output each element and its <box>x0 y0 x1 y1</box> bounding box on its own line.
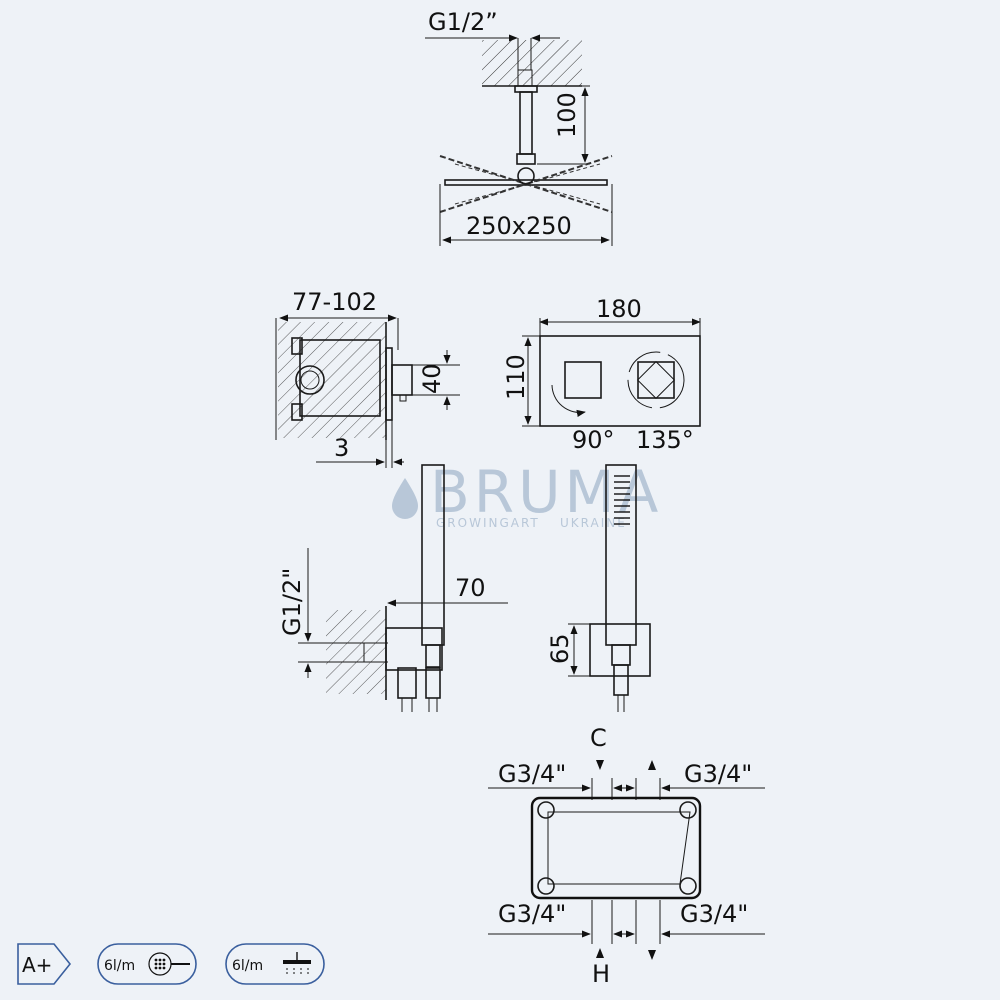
valve-body-drawing: 77-102 40 3 <box>275 288 460 468</box>
hand-flow-badge: 6l/m <box>97 943 197 985</box>
hand-shower-front-drawing: 65 <box>546 464 651 712</box>
overhead-flow-badge: 6l/m <box>225 943 325 985</box>
port-top-right-label: G3/4" <box>684 760 752 788</box>
energy-class-label: A+ <box>22 953 52 977</box>
overhead-thread-label: G1/2” <box>428 8 498 36</box>
watermark-region: UKRAINE <box>560 516 627 530</box>
hand-flow-label: 6l/m <box>104 958 135 974</box>
valve-offset-label: 3 <box>334 434 349 462</box>
control-plate-drawing: 180 110 90° 135° <box>502 295 701 454</box>
plate-height-label: 110 <box>502 354 530 400</box>
overhead-arm-length: 100 <box>553 92 581 138</box>
hand-shower-side-drawing: G1/2" 70 <box>278 464 508 712</box>
hand-bracket-height: 65 <box>546 633 574 664</box>
hand-thread-label: G1/2" <box>278 568 306 636</box>
drop-icon <box>392 478 418 519</box>
valve-spindle-label: 40 <box>418 363 446 394</box>
watermark-tagline: GROWINGART <box>436 516 540 530</box>
hand-projection-label: 70 <box>455 574 486 602</box>
overhead-flow-label: 6l/m <box>232 958 263 974</box>
valve-ports-drawing: C H G3/4" G3/4" G3/4" G3/4" <box>488 724 765 988</box>
hand-shower-icon <box>148 952 190 976</box>
overhead-shower-drawing: G1/2” 100 250x250 <box>425 8 613 246</box>
overhead-shower-icon <box>283 952 311 976</box>
port-top-left-label: G3/4" <box>498 760 566 788</box>
plate-angle-right: 135° <box>636 426 694 454</box>
port-bottom-right-label: G3/4" <box>680 900 748 928</box>
port-bottom-left-label: G3/4" <box>498 900 566 928</box>
plate-angle-left: 90° <box>572 426 615 454</box>
cold-port-label: C <box>590 724 607 752</box>
watermark-brand: BRUMA <box>430 458 662 526</box>
energy-class-badge: A+ <box>17 943 72 985</box>
overhead-head-size: 250x250 <box>466 212 572 240</box>
valve-depth-label: 77-102 <box>292 288 377 316</box>
watermark: BRUMA GROWINGART UKRAINE <box>392 458 662 530</box>
hot-port-label: H <box>592 960 610 988</box>
plate-width-label: 180 <box>596 295 642 323</box>
